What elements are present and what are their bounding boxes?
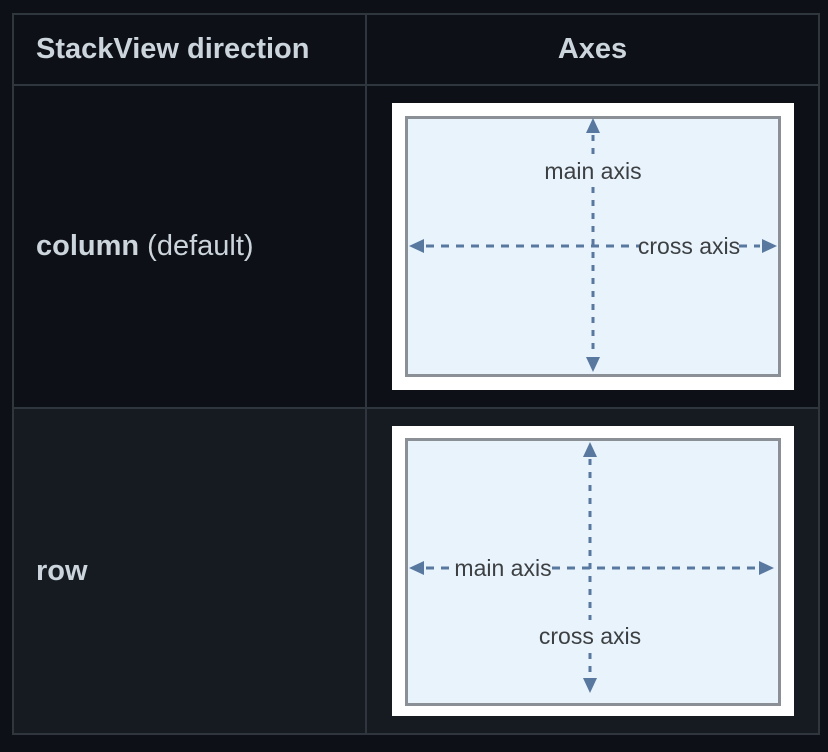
direction-keyword: row bbox=[36, 554, 88, 587]
column-axes-diagram[interactable]: main axis cross axis bbox=[391, 103, 794, 390]
direction-suffix: (default) bbox=[139, 230, 254, 262]
table-row-row: row bbox=[12, 407, 820, 735]
main-axis-label: main axis bbox=[544, 158, 641, 184]
main-axis-arrow bbox=[585, 118, 600, 372]
stackview-direction-table: StackView direction Axes column (default… bbox=[12, 13, 820, 735]
axes-cell-column: main axis cross axis bbox=[365, 84, 820, 409]
table-row-column: column (default) bbox=[12, 84, 820, 409]
cross-axis-arrow bbox=[582, 442, 597, 693]
column-header-axes: Axes bbox=[365, 13, 820, 86]
main-axis-label: main axis bbox=[454, 555, 551, 581]
stackview-frame bbox=[404, 438, 781, 706]
row-axes-diagram[interactable]: main axis cross axis bbox=[391, 426, 794, 716]
direction-cell-column: column (default) bbox=[12, 84, 367, 409]
cross-axis-label: cross axis bbox=[637, 233, 739, 259]
axes-cell-row: main axis cross axis bbox=[365, 407, 820, 735]
direction-cell-row: row bbox=[12, 407, 367, 735]
direction-keyword: column bbox=[36, 230, 140, 262]
cross-axis-arrow bbox=[408, 239, 777, 253]
column-header-direction: StackView direction bbox=[12, 13, 367, 86]
cross-axis-label: cross axis bbox=[538, 623, 640, 649]
table-header-row: StackView direction Axes bbox=[12, 13, 820, 86]
main-axis-arrow bbox=[408, 561, 774, 575]
